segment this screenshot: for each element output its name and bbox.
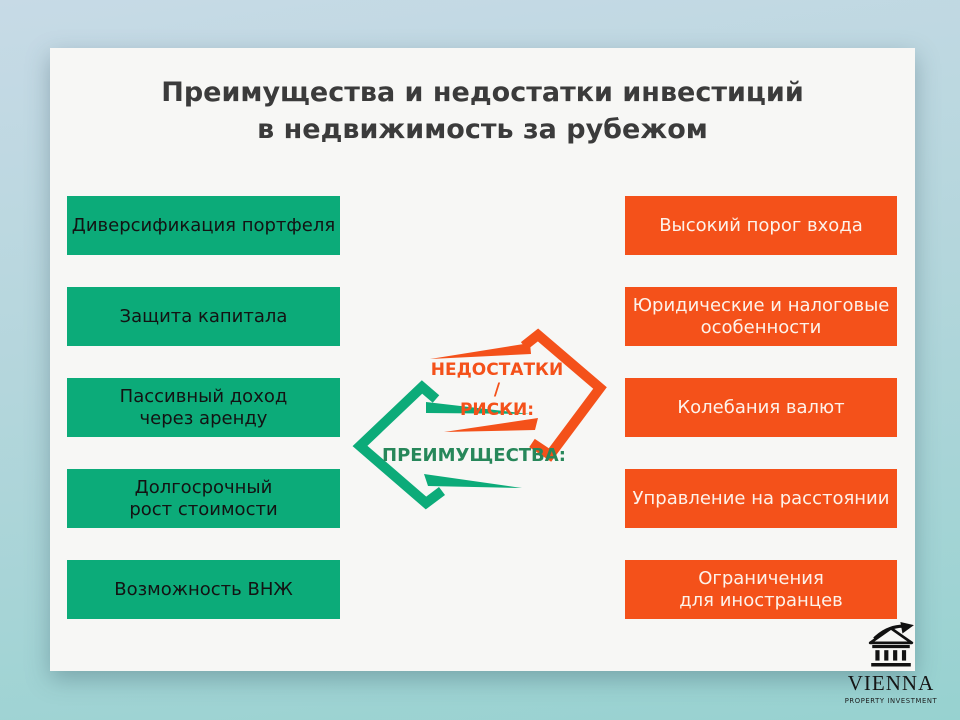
disadvantage-item: Высокий порог входа [625, 196, 897, 255]
logo-tagline: PROPERTY INVESTMENT [844, 697, 938, 706]
advantage-item: Долгосрочный рост стоимости [67, 469, 340, 528]
left-arrow-icon [352, 380, 530, 510]
disadvantage-item: Юридические и налоговые особенности [625, 287, 897, 346]
disadvantage-item: Управление на расстоянии [625, 469, 897, 528]
advantage-item: Диверсификация портфеля [67, 196, 340, 255]
advantage-item: Пассивный доход через аренду [67, 378, 340, 437]
logo-name: VIENNA [847, 671, 935, 695]
right-arrow-icon [430, 328, 607, 462]
disadvantage-item: Ограничения для иностранцев [625, 560, 897, 619]
advantage-item: Защита капитала [67, 287, 340, 346]
disadvantages-label: НЕДОСТАТКИ / РИСКИ: [430, 360, 564, 421]
page-title: Преимущества и недостатки инвестиций в н… [161, 77, 804, 146]
company-logo: VIENNA PROPERTY INVESTMENT [843, 622, 939, 705]
advantage-item: Возможность ВНЖ [67, 560, 340, 619]
advantages-label: ПРЕИМУЩЕСТВА: [382, 445, 566, 466]
disadvantage-item: Колебания валют [625, 378, 897, 437]
slide-card: Преимущества и недостатки инвестиций в н… [50, 48, 915, 671]
bank-building-icon [868, 622, 914, 667]
